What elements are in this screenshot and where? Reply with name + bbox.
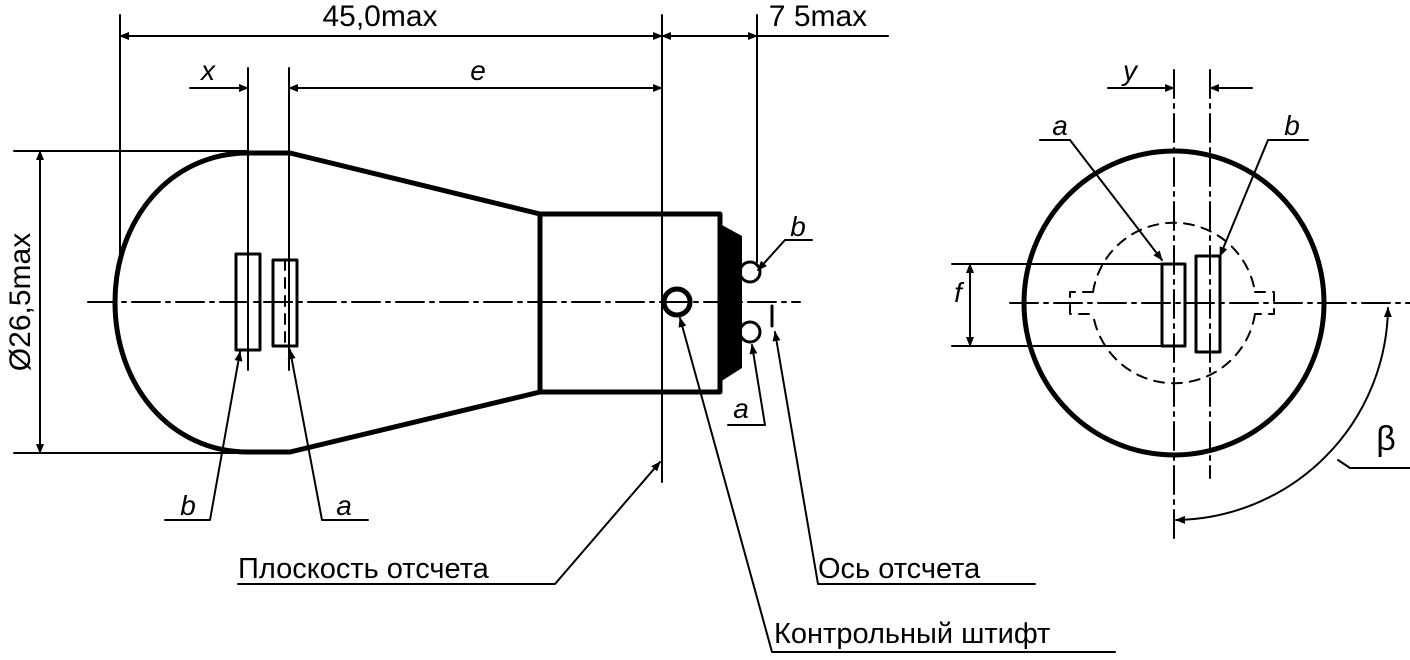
end-view: y f a b β	[951, 55, 1410, 541]
contact-lower	[738, 320, 762, 344]
leader-b-cap	[757, 239, 813, 271]
key-tab-right	[1254, 291, 1275, 315]
a-label-end: a	[1052, 110, 1068, 141]
reference-axis-leader	[772, 331, 1036, 585]
y-label: y	[1121, 55, 1139, 86]
leader-b-side	[164, 351, 243, 521]
b-label-end: b	[1284, 110, 1300, 141]
cap-length-label: 7 5max	[769, 0, 867, 33]
leader-a-cap	[727, 344, 766, 426]
b-label-cap: b	[790, 211, 806, 242]
leader-b-end	[1219, 139, 1309, 257]
reference-plane-caption: Плоскость отсчета	[238, 553, 490, 585]
bulb-outline	[112, 150, 543, 455]
overall-length-label: 45,0max	[322, 0, 437, 33]
b-label-side: b	[180, 490, 196, 521]
reference-axis-caption: Ось отсчета	[818, 553, 981, 585]
contact-upper	[738, 260, 762, 284]
reference-pin-leader	[678, 317, 1116, 653]
beta-leader	[1337, 459, 1410, 469]
diameter-label: Ø26,5max	[4, 233, 37, 371]
reference-plane-leader	[237, 461, 661, 585]
reference-pin-caption: Контрольный штифт	[774, 618, 1050, 650]
side-view: 45,0max 7 5max x e Ø26,5max b a b a Плос…	[4, 0, 1116, 653]
e-label: e	[470, 55, 486, 86]
beta-label: β	[1376, 420, 1396, 458]
leader-a-side	[287, 349, 369, 521]
a-label-cap: a	[733, 393, 749, 424]
f-label: f	[954, 277, 965, 308]
a-label-side: a	[336, 490, 352, 521]
key-tab-left	[1069, 291, 1094, 315]
x-label: x	[199, 55, 216, 86]
beta-arc	[1175, 307, 1392, 524]
leader-a-end	[1039, 139, 1163, 261]
